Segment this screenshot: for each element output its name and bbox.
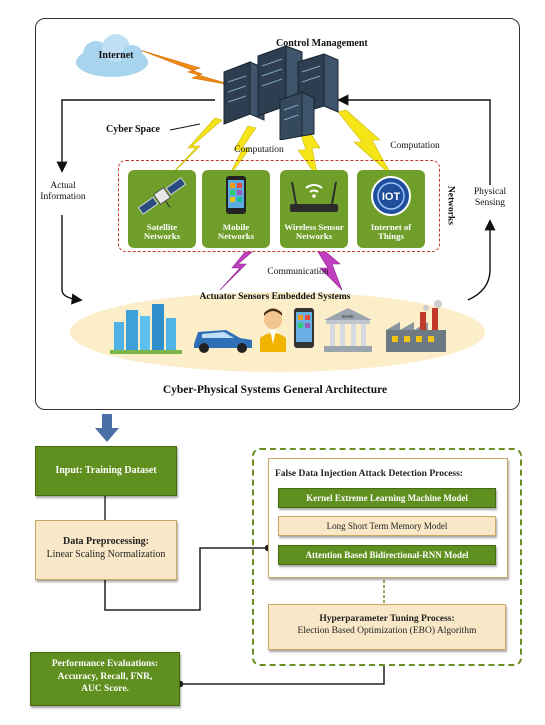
mobile-phone-icon	[226, 176, 246, 214]
network-card-satellite: Satellite Networks	[128, 170, 196, 248]
network-card-iot: IOT Internet of Things	[357, 170, 425, 248]
communication-label: Communication	[267, 267, 329, 277]
actual-information-arrow-lower	[61, 215, 83, 305]
network-card-wireless-sensor: Wireless Sensor Networks	[280, 170, 348, 248]
wifi-router-icon	[290, 181, 338, 212]
physical-sensing-label: Physical Sensing	[466, 187, 514, 209]
person-icon	[260, 308, 286, 352]
hyper-subtitle: Election Based Optimization (EBO) Algori…	[297, 626, 477, 637]
smartphone-icon	[294, 308, 314, 348]
detection-process-group	[252, 448, 522, 666]
car-icon	[194, 330, 252, 353]
bank-icon	[324, 308, 372, 352]
abirnn-model-box: Attention Based Bidirectional-RNN Model	[278, 545, 496, 565]
lightning-iot	[337, 109, 393, 177]
kelm-model-box: Kernel Extreme Learning Machine Model	[278, 488, 496, 508]
network-card-label: Satellite Networks	[143, 221, 181, 242]
lightning-satellite	[165, 117, 223, 181]
hyperparameter-tuning-box: Hyperparameter Tuning Process: Election …	[268, 604, 506, 650]
physical-sensing-arrow	[337, 94, 491, 185]
fdia-title: False Data Injection Attack Detection Pr…	[275, 469, 463, 479]
network-card-label: Internet of Things	[370, 221, 412, 242]
factory-icon	[386, 300, 446, 352]
internet-cloud-icon	[76, 34, 148, 77]
physical-sensing-arrow-lower	[467, 219, 496, 301]
down-arrow-icon	[95, 414, 119, 442]
preprocess-subtitle: Linear Scaling Normalization	[46, 549, 166, 560]
internet-label: Internet	[98, 50, 134, 61]
perf-line-3: AUC Score.	[81, 684, 129, 695]
satellite-icon	[137, 177, 187, 215]
preprocess-title: Data Preprocessing:	[62, 536, 149, 547]
network-card-label: Mobile Networks	[217, 221, 255, 242]
city-buildings-icon	[110, 304, 182, 354]
server-cluster-icon	[223, 45, 339, 140]
perf-line-1: Performance Evaluations:	[51, 659, 159, 669]
lstm-model-box: Long Short Term Memory Model	[278, 516, 496, 536]
network-card-label: Wireless Sensor Networks	[284, 221, 344, 242]
computation-label-left: Computation	[234, 145, 284, 155]
cyber-space-label: Cyber Space	[106, 124, 160, 135]
cps-caption: Cyber-Physical Systems General Architect…	[162, 384, 388, 396]
cyber-space-pointer	[169, 123, 201, 131]
data-preprocessing-box: Data Preprocessing: Linear Scaling Norma…	[35, 520, 177, 580]
actual-information-arrow	[56, 99, 215, 173]
perf-line-2: Accuracy, Recall, FNR,	[57, 671, 153, 682]
actual-information-label: Actual Information	[38, 181, 88, 203]
network-card-mobile: Mobile Networks	[202, 170, 270, 248]
lightning-comm-right	[317, 251, 343, 291]
computation-label-right: Computation	[390, 141, 440, 151]
cps-architecture-frame	[35, 18, 520, 410]
networks-group	[118, 160, 440, 252]
lightning-mobile	[227, 125, 257, 179]
svg-text:IOT: IOT	[382, 191, 401, 203]
lightning-comm-left	[219, 251, 253, 291]
bank-sign: BANK	[342, 314, 354, 319]
performance-evaluations-box: Performance Evaluations: Accuracy, Recal…	[30, 652, 180, 706]
hyper-title: Hyperparameter Tuning Process:	[319, 614, 455, 624]
input-training-dataset-box: Input: Training Dataset	[35, 446, 177, 496]
control-management-label: Control Management	[276, 38, 368, 49]
embedded-systems-illustration: BANK	[110, 300, 446, 354]
iot-icon: IOT	[371, 176, 411, 216]
actuator-sensors-title: Actuator Sensors Embedded Systems	[199, 292, 351, 302]
